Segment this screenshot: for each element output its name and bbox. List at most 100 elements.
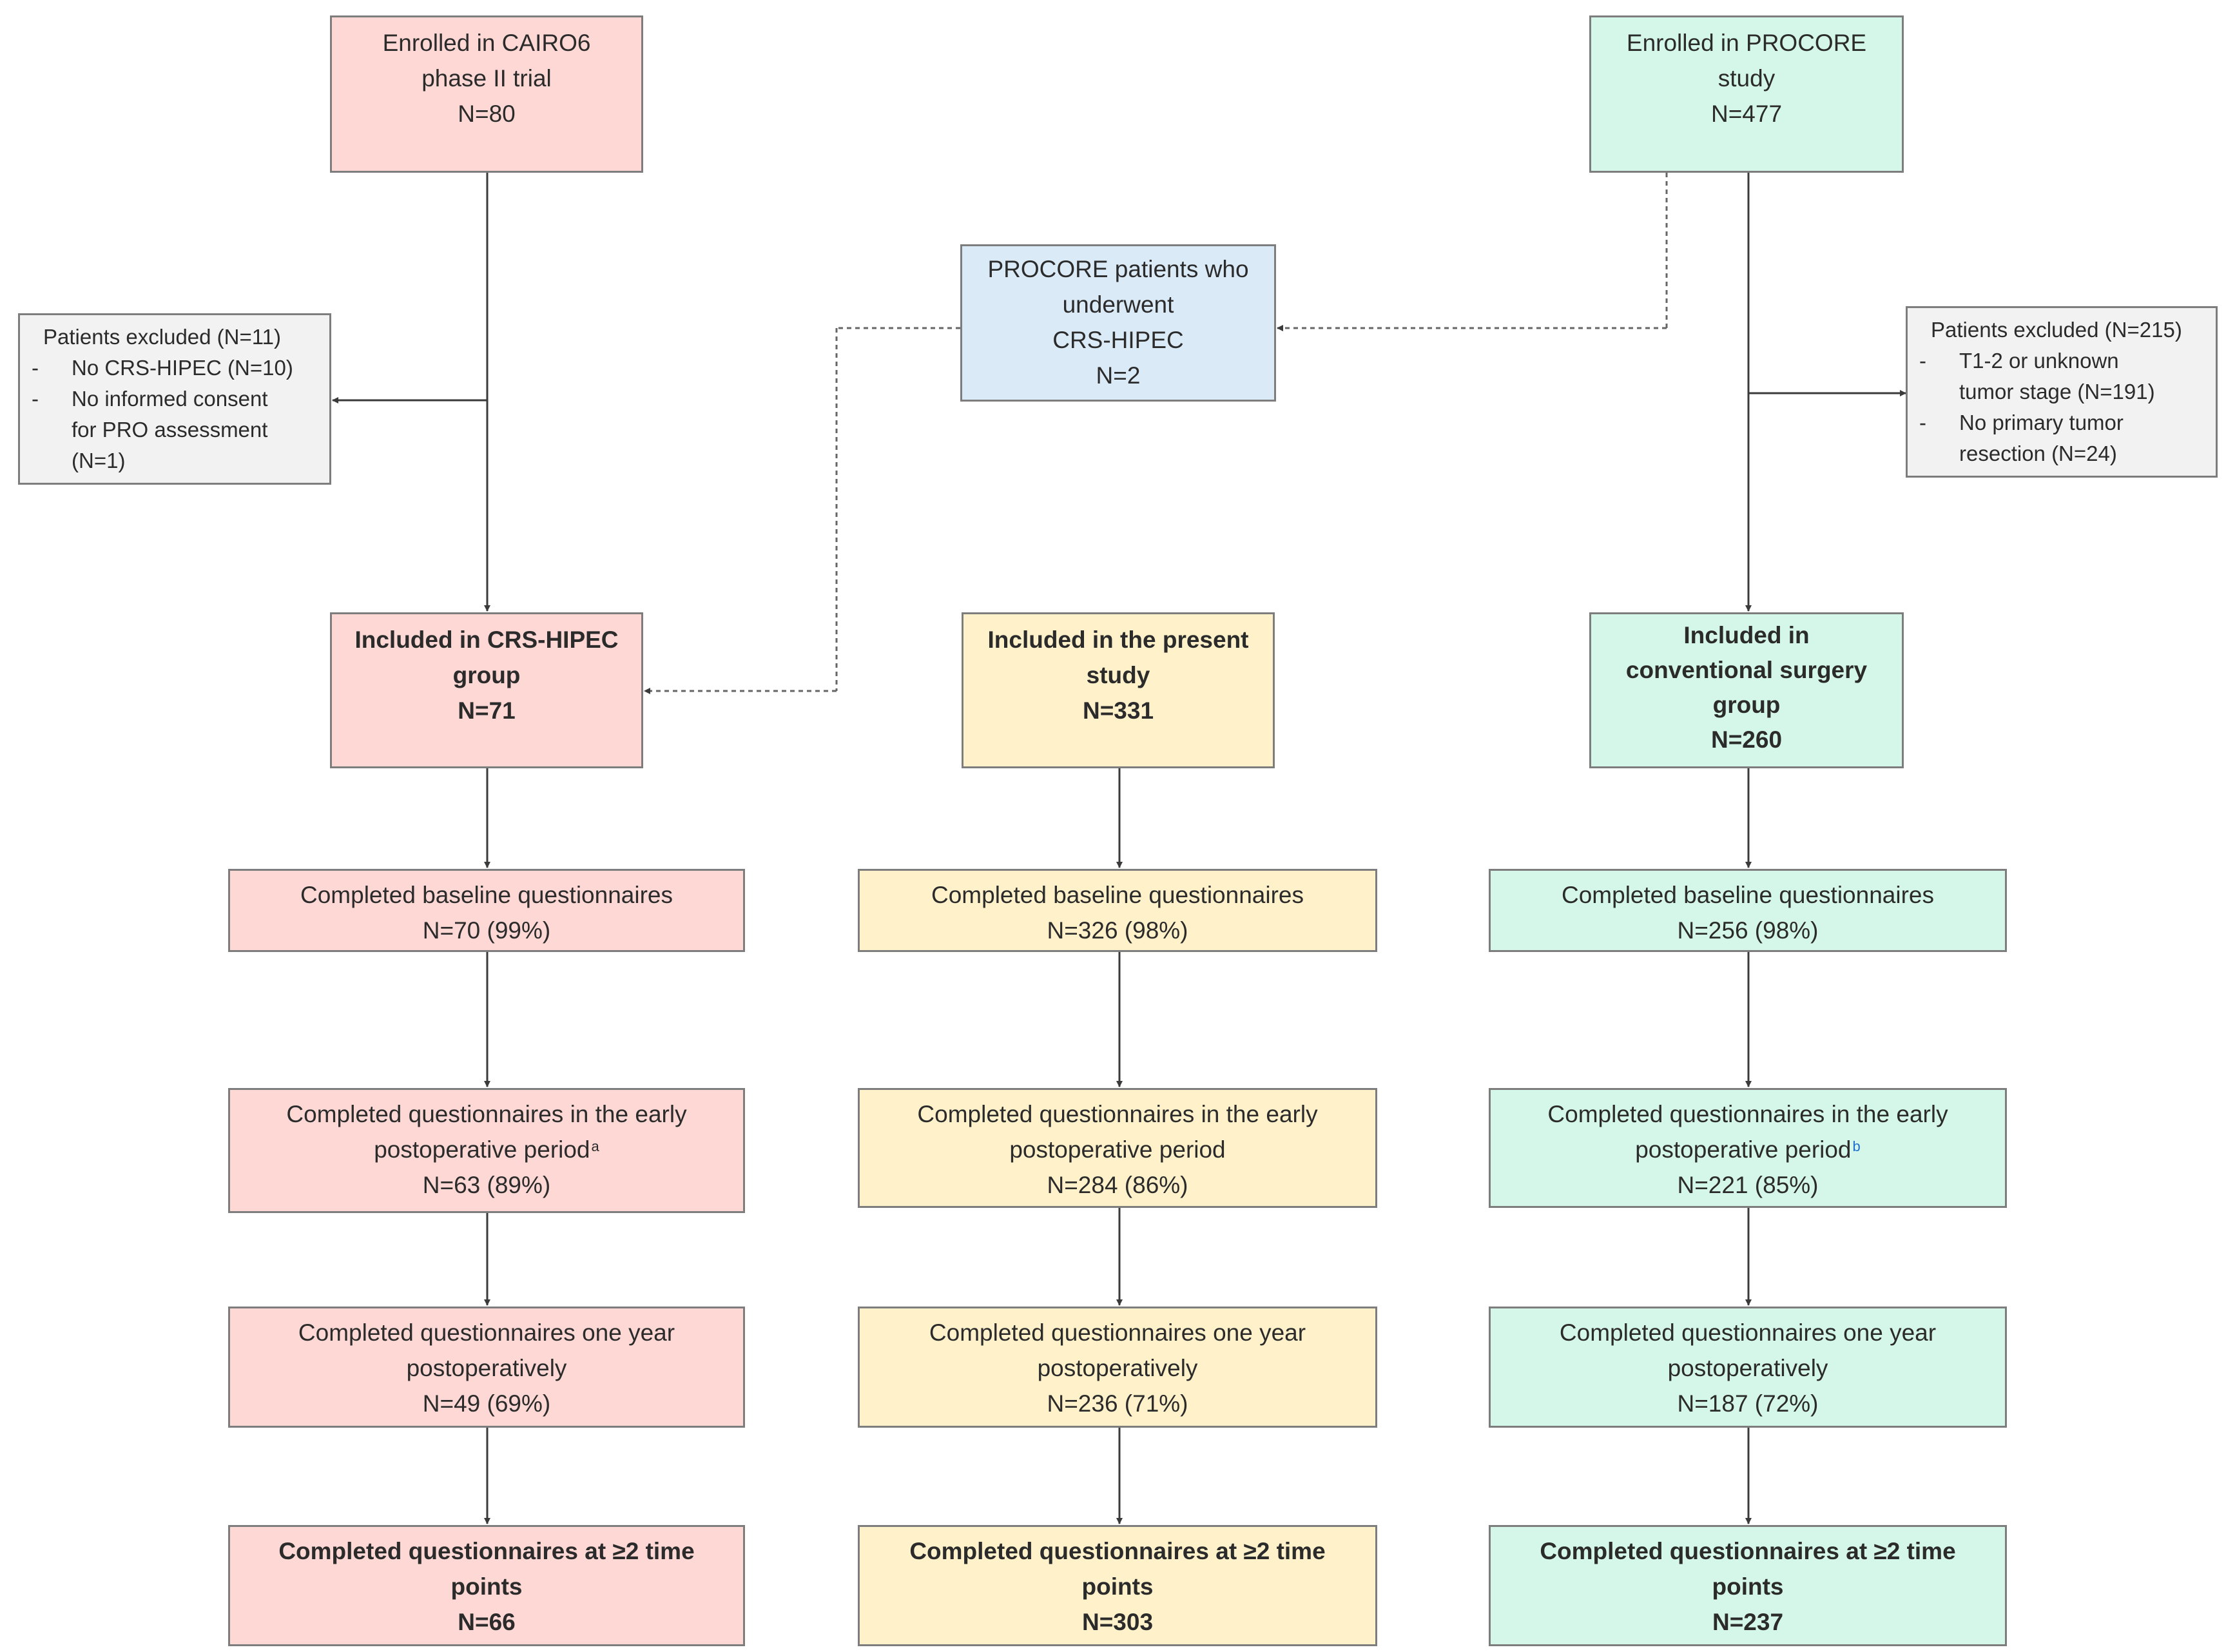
node-included-present-study: Included in the present study N=331 [962, 612, 1275, 768]
node-line: N=284 (86%) [1047, 1172, 1188, 1198]
node-baseline-present-study: Completed baseline questionnaires N=326 … [858, 869, 1377, 952]
excluded-text: tumor stage (N=191) [1959, 380, 2155, 403]
node-baseline-conventional: Completed baseline questionnaires N=256 … [1489, 869, 2007, 952]
node-line: N=187 (72%) [1677, 1390, 1819, 1417]
node-line: Completed questionnaires one year [298, 1319, 675, 1346]
node-line: postoperatively [1667, 1355, 1828, 1381]
node-early-conventional: Completed questionnaires in the early po… [1489, 1088, 2007, 1208]
node-two-timepoints-crs-hipec: Completed questionnaires at ≥2 time poin… [228, 1525, 745, 1646]
excluded-text: T1-2 or unknown [1959, 349, 2119, 373]
node-early-present-study: Completed questionnaires in the early po… [858, 1088, 1377, 1208]
footnote-marker: b [1852, 1138, 1861, 1154]
node-line: N=326 (98%) [1047, 917, 1188, 944]
node-line: Completed baseline questionnaires [931, 882, 1304, 908]
node-line: N=303 [1081, 1609, 1154, 1635]
node-included-conventional: Included in conventional surgery group N… [1589, 612, 1904, 768]
node-line: Completed questionnaires one year [1559, 1319, 1937, 1346]
bullet: - [1919, 349, 1926, 373]
excluded-text: No CRS-HIPEC (N=10) [72, 356, 293, 380]
node-line: N=260 [1710, 726, 1783, 753]
node-one-year-conventional: Completed questionnaires one year postop… [1489, 1307, 2007, 1428]
node-one-year-crs-hipec: Completed questionnaires one year postop… [228, 1307, 745, 1428]
bullet: - [1919, 411, 1926, 434]
node-line: Completed baseline questionnaires [300, 882, 673, 908]
excluded-text: for PRO assessment [72, 418, 268, 442]
node-line: Completed questionnaires in the early [1547, 1101, 1948, 1127]
node-line: group [1712, 692, 1781, 718]
node-line: points [1081, 1573, 1154, 1600]
excluded-text: No primary tumor [1959, 411, 2124, 434]
node-line-text: postoperative period [1635, 1136, 1852, 1163]
node-line: Completed questionnaires one year [929, 1319, 1306, 1346]
excluded-heading: Patients excluded (N=11) [43, 325, 282, 349]
node-line: Completed questionnaires at ≥2 time [1540, 1538, 1956, 1564]
bullet: - [32, 387, 39, 411]
excluded-text: (N=1) [72, 449, 126, 472]
node-line: PROCORE patients who [987, 256, 1249, 282]
node-line: points [450, 1573, 523, 1600]
node-excluded-left: Patients excluded (N=11) - No CRS-HIPEC … [18, 313, 331, 485]
node-line: N=256 (98%) [1677, 917, 1819, 944]
node-excluded-right: Patients excluded (N=215) - T1-2 or unkn… [1906, 306, 2218, 478]
bullet: - [32, 356, 39, 380]
node-line: Enrolled in PROCORE [1626, 30, 1867, 56]
node-line: N=2 [1096, 362, 1141, 389]
node-line: N=49 (69%) [422, 1390, 551, 1417]
node-line: postoperatively [406, 1355, 567, 1381]
node-two-timepoints-conventional: Completed questionnaires at ≥2 time poin… [1489, 1525, 2007, 1646]
node-line: underwent [1062, 291, 1174, 318]
node-line: study [1718, 65, 1776, 92]
node-one-year-present-study: Completed questionnaires one year postop… [858, 1307, 1377, 1428]
excluded-item: - No informed consent [32, 384, 268, 414]
node-line-text: postoperative period [374, 1136, 590, 1163]
node-line: conventional surgery [1625, 657, 1868, 683]
node-line: N=221 (85%) [1677, 1172, 1819, 1198]
node-line: N=237 [1712, 1609, 1784, 1635]
excluded-item: - No CRS-HIPEC (N=10) [32, 353, 293, 384]
node-line: study [1086, 662, 1150, 688]
node-line: N=66 [458, 1609, 516, 1635]
node-line: N=331 [1082, 697, 1154, 724]
excluded-item-continued: tumor stage (N=191) [1919, 376, 2155, 407]
excluded-text: resection (N=24) [1959, 442, 2117, 465]
node-line: Enrolled in CAIRO6 [382, 30, 591, 56]
node-line: group [452, 662, 521, 688]
node-line: N=71 [458, 697, 516, 724]
node-line: N=63 (89%) [422, 1172, 551, 1198]
node-line: postoperative periodb [1635, 1132, 1861, 1167]
node-line: postoperatively [1037, 1355, 1198, 1381]
excluded-item-continued: for PRO assessment [32, 414, 267, 445]
excluded-text: No informed consent [72, 387, 268, 411]
node-line: CRS-HIPEC [1052, 327, 1184, 353]
node-line: N=80 [458, 101, 516, 127]
node-early-crs-hipec: Completed questionnaires in the early po… [228, 1088, 745, 1213]
footnote-marker: a [591, 1138, 599, 1154]
node-line: points [1712, 1573, 1784, 1600]
node-line: Included in [1683, 622, 1810, 648]
node-enrolled-cairo6: Enrolled in CAIRO6 phase II trial N=80 [330, 15, 643, 173]
node-line: N=477 [1710, 101, 1783, 127]
node-procore-crs-hipec: PROCORE patients who underwent CRS-HIPEC… [960, 244, 1276, 402]
node-enrolled-procore: Enrolled in PROCORE study N=477 [1589, 15, 1904, 173]
node-line: postoperative period [1009, 1136, 1226, 1163]
excluded-item-continued: (N=1) [32, 445, 125, 476]
excluded-item: - T1-2 or unknown [1919, 345, 2119, 376]
node-two-timepoints-present-study: Completed questionnaires at ≥2 time poin… [858, 1525, 1377, 1646]
excluded-heading: Patients excluded (N=215) [1931, 318, 2182, 342]
node-line: phase II trial [421, 65, 552, 92]
node-included-crs-hipec: Included in CRS-HIPEC group N=71 [330, 612, 643, 768]
excluded-item-continued: resection (N=24) [1919, 438, 2117, 469]
node-line: Completed baseline questionnaires [1562, 882, 1934, 908]
node-line: N=70 (99%) [422, 917, 551, 944]
node-line: Included in the present [987, 627, 1249, 653]
node-line: postoperative perioda [374, 1132, 599, 1167]
node-baseline-crs-hipec: Completed baseline questionnaires N=70 (… [228, 869, 745, 952]
node-line: Completed questionnaires in the early [286, 1101, 687, 1127]
node-line: Completed questionnaires in the early [917, 1101, 1318, 1127]
node-line: N=236 (71%) [1047, 1390, 1188, 1417]
node-line: Included in CRS-HIPEC [354, 627, 619, 653]
node-line: Completed questionnaires at ≥2 time [909, 1538, 1326, 1564]
node-line: Completed questionnaires at ≥2 time [278, 1538, 695, 1564]
